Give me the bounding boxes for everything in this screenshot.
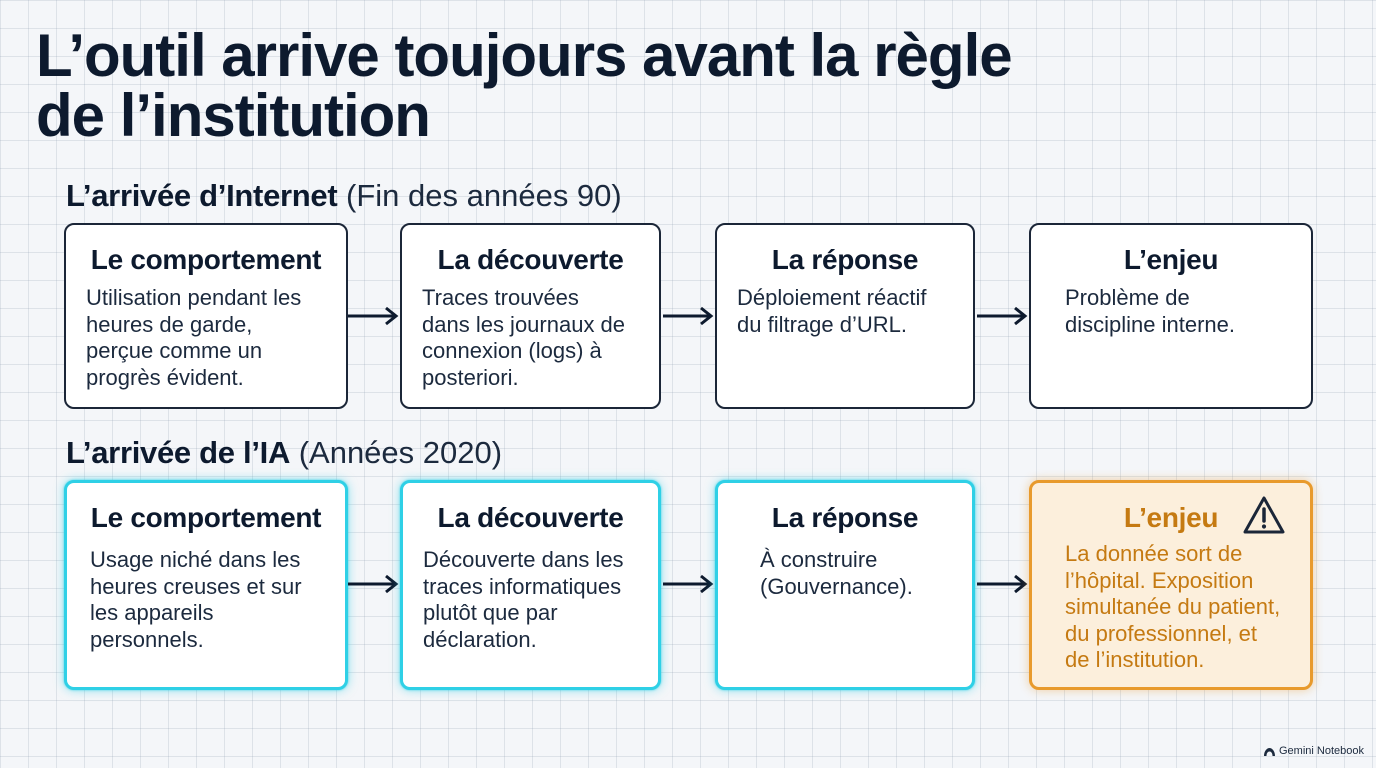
box-text-line: Problème de bbox=[1065, 285, 1190, 310]
section-label-strong: L’arrivée d’Internet bbox=[66, 178, 338, 213]
box-text-line: perçue comme un bbox=[86, 338, 263, 363]
box-text-line: heures creuses et sur bbox=[90, 573, 302, 599]
box-text-line: dans les journaux de bbox=[422, 311, 626, 337]
box-title: Le comportement bbox=[90, 244, 322, 275]
internet-box-response: La réponse Déploiement réactif du filtra… bbox=[715, 223, 975, 409]
box-text: À construire (Gouvernance). bbox=[738, 547, 952, 600]
page-title: L’outil arrive toujours avant la règle d… bbox=[36, 26, 1136, 146]
box-text-line: posteriori. bbox=[422, 364, 519, 390]
arrow-right-icon bbox=[977, 574, 1028, 594]
warning-triangle-icon bbox=[1243, 496, 1285, 534]
box-text-line: simultanée du patient, bbox=[1065, 594, 1281, 619]
box-text: Problème de discipline interne. bbox=[1051, 285, 1291, 338]
box-title: Le comportement bbox=[90, 502, 322, 533]
box-text: Utilisation pendant les heures de garde,… bbox=[86, 285, 326, 391]
box-text-line: du professionnel, et bbox=[1065, 620, 1258, 646]
box-text-line: (Gouvernance). bbox=[760, 573, 913, 599]
box-title: La réponse bbox=[771, 502, 919, 533]
title-line-2: de l’institution bbox=[36, 82, 431, 149]
box-title: La découverte bbox=[437, 244, 624, 275]
box-text-line: de l’institution. bbox=[1065, 647, 1205, 672]
internet-box-stakes: L’enjeu Problème de discipline interne. bbox=[1029, 223, 1313, 409]
box-title: La réponse bbox=[771, 244, 919, 275]
box-text-line: Découverte dans les bbox=[423, 547, 624, 572]
box-text-line: l’hôpital. Exposition bbox=[1065, 567, 1254, 593]
title-line-1: L’outil arrive toujours avant la règle bbox=[36, 22, 1013, 89]
footer-brand: Gemini Notebook bbox=[1263, 745, 1364, 758]
ia-box-discovery: La découverte Découverte dans les traces… bbox=[400, 480, 661, 690]
section-label-internet: L’arrivée d’Internet (Fin des années 90) bbox=[66, 178, 622, 214]
box-text-line: Traces trouvées bbox=[422, 285, 579, 310]
box-text: Traces trouvées dans les journaux de con… bbox=[422, 285, 639, 391]
ia-box-stakes: L’enjeu La donnée sort de l’hôpital. Exp… bbox=[1029, 480, 1313, 690]
arrow-right-icon bbox=[977, 306, 1028, 326]
box-text-line: Utilisation pendant les bbox=[86, 285, 302, 310]
box-title: L’enjeu bbox=[1123, 502, 1219, 533]
box-text-line: personnels. bbox=[90, 626, 204, 652]
box-text: Déploiement réactif du filtrage d’URL. bbox=[737, 285, 953, 338]
box-text-line: connexion (logs) à bbox=[422, 338, 602, 363]
gemini-notebook-logo-icon bbox=[1264, 747, 1275, 756]
box-text-line: Usage niché dans les bbox=[90, 547, 301, 572]
box-text-line: progrès évident. bbox=[86, 364, 244, 390]
box-text-line: du filtrage d’URL. bbox=[737, 311, 907, 337]
box-text-line: Déploiement réactif bbox=[737, 285, 927, 310]
arrow-right-icon bbox=[348, 574, 399, 594]
arrow-right-icon bbox=[663, 306, 714, 326]
internet-box-behavior: Le comportement Utilisation pendant les … bbox=[64, 223, 348, 409]
footer-label: Gemini Notebook bbox=[1279, 745, 1364, 757]
box-text-line: traces informatiques bbox=[423, 573, 622, 599]
box-title: La découverte bbox=[437, 502, 624, 533]
box-text: Découverte dans les traces informatiques… bbox=[423, 547, 638, 653]
arrow-right-icon bbox=[348, 306, 399, 326]
ia-box-behavior: Le comportement Usage niché dans les heu… bbox=[64, 480, 348, 690]
box-title: L’enjeu bbox=[1123, 244, 1219, 275]
arrow-right-icon bbox=[663, 574, 714, 594]
section-label-ia: L’arrivée de l’IA (Années 2020) bbox=[66, 435, 502, 471]
box-text: Usage niché dans les heures creuses et s… bbox=[87, 547, 325, 653]
box-text-line: plutôt que par bbox=[423, 600, 558, 625]
box-text-line: discipline interne. bbox=[1065, 311, 1235, 337]
box-text-line: heures de garde, bbox=[86, 311, 253, 337]
section-label-period: (Années 2020) bbox=[298, 435, 503, 470]
box-text-line: les appareils bbox=[90, 600, 214, 625]
section-label-period: (Fin des années 90) bbox=[346, 178, 622, 213]
box-text-line: La donnée sort de bbox=[1065, 541, 1243, 566]
box-text-line: déclaration. bbox=[423, 626, 537, 652]
box-text: La donnée sort de l’hôpital. Exposition … bbox=[1052, 541, 1290, 674]
ia-box-response: La réponse À construire (Gouvernance). bbox=[715, 480, 975, 690]
box-text-line: À construire bbox=[760, 547, 878, 572]
section-label-strong: L’arrivée de l’IA bbox=[66, 435, 291, 470]
internet-box-discovery: La découverte Traces trouvées dans les j… bbox=[400, 223, 661, 409]
